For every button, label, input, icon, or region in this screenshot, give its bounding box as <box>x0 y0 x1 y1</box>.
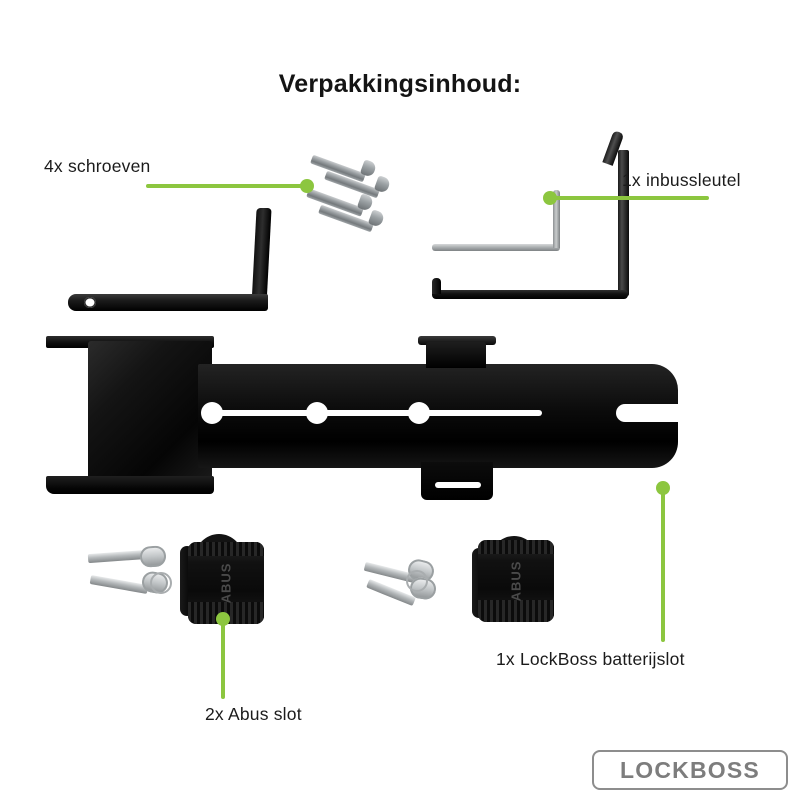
bracket-bottom-flange <box>46 476 214 494</box>
bracket-long-arm <box>198 364 678 468</box>
callout-label-lockboss: 1x LockBoss batterijslot <box>496 649 685 669</box>
key-bow <box>139 545 167 568</box>
part-allen-key-small <box>432 190 562 252</box>
allen-key-short-arm <box>553 190 560 248</box>
abus-brand-logo: ABUS <box>218 562 234 604</box>
l-bracket-vertical-arm <box>251 208 272 306</box>
part-screws <box>306 154 396 240</box>
allen-key-long-arm <box>432 244 560 251</box>
padlock-body: ABUS <box>478 540 554 622</box>
key-ring <box>150 572 172 594</box>
bracket-top-tab <box>426 342 486 368</box>
bracket-top-tab-cap <box>418 336 496 345</box>
part-allen-key-large <box>432 130 632 305</box>
leader-line-lockboss <box>661 490 665 642</box>
leader-line-screws <box>146 184 308 188</box>
part-battery-lock-bracket <box>46 336 686 502</box>
key-blade <box>89 575 149 594</box>
bracket-hole <box>201 402 223 424</box>
bracket-hole <box>306 402 328 424</box>
bracket-bottom-tab <box>421 462 493 500</box>
part-padlock-left: ABUS <box>80 528 280 638</box>
leader-line-allen-key <box>546 196 709 200</box>
page-title: Verpakkingsinhoud: <box>278 70 522 98</box>
abus-brand-logo: ABUS <box>508 560 524 602</box>
padlock-body: ABUS <box>188 542 264 624</box>
bracket-hole <box>408 402 430 424</box>
leader-dot-screws <box>300 179 314 193</box>
leader-dot-lockboss <box>656 481 670 495</box>
padlock-ridges-top <box>188 542 264 556</box>
callout-label-screws: 4x schroeven <box>44 156 151 176</box>
leader-dot-abus-lock <box>216 612 230 626</box>
l-bracket-horizontal-arm <box>68 294 268 311</box>
key-ring <box>406 570 428 592</box>
padlock-ridges-top <box>478 540 554 554</box>
padlock-ridges-bottom <box>478 600 554 622</box>
part-l-bracket <box>68 208 273 313</box>
lockboss-logo: LOCKBOSS <box>592 750 788 790</box>
callout-label-allen-key: 1x inbussleutel <box>622 170 741 190</box>
bracket-web-panel <box>88 341 212 487</box>
part-padlock-right: ABUS <box>360 528 570 638</box>
rod-horizontal-arm <box>432 290 628 299</box>
bracket-adjustment-slot <box>212 410 542 416</box>
bracket-bottom-tab-slot <box>435 482 481 488</box>
lockboss-logo-text: LOCKBOSS <box>620 756 760 783</box>
l-bracket-mounting-hole <box>84 297 96 308</box>
bracket-open-slot <box>616 404 682 422</box>
callout-label-abus-lock: 2x Abus slot <box>205 704 302 724</box>
leader-line-abus-lock <box>221 621 225 699</box>
rod-foot <box>432 278 441 294</box>
leader-dot-allen-key <box>543 191 557 205</box>
rod-vertical-arm <box>618 150 629 296</box>
